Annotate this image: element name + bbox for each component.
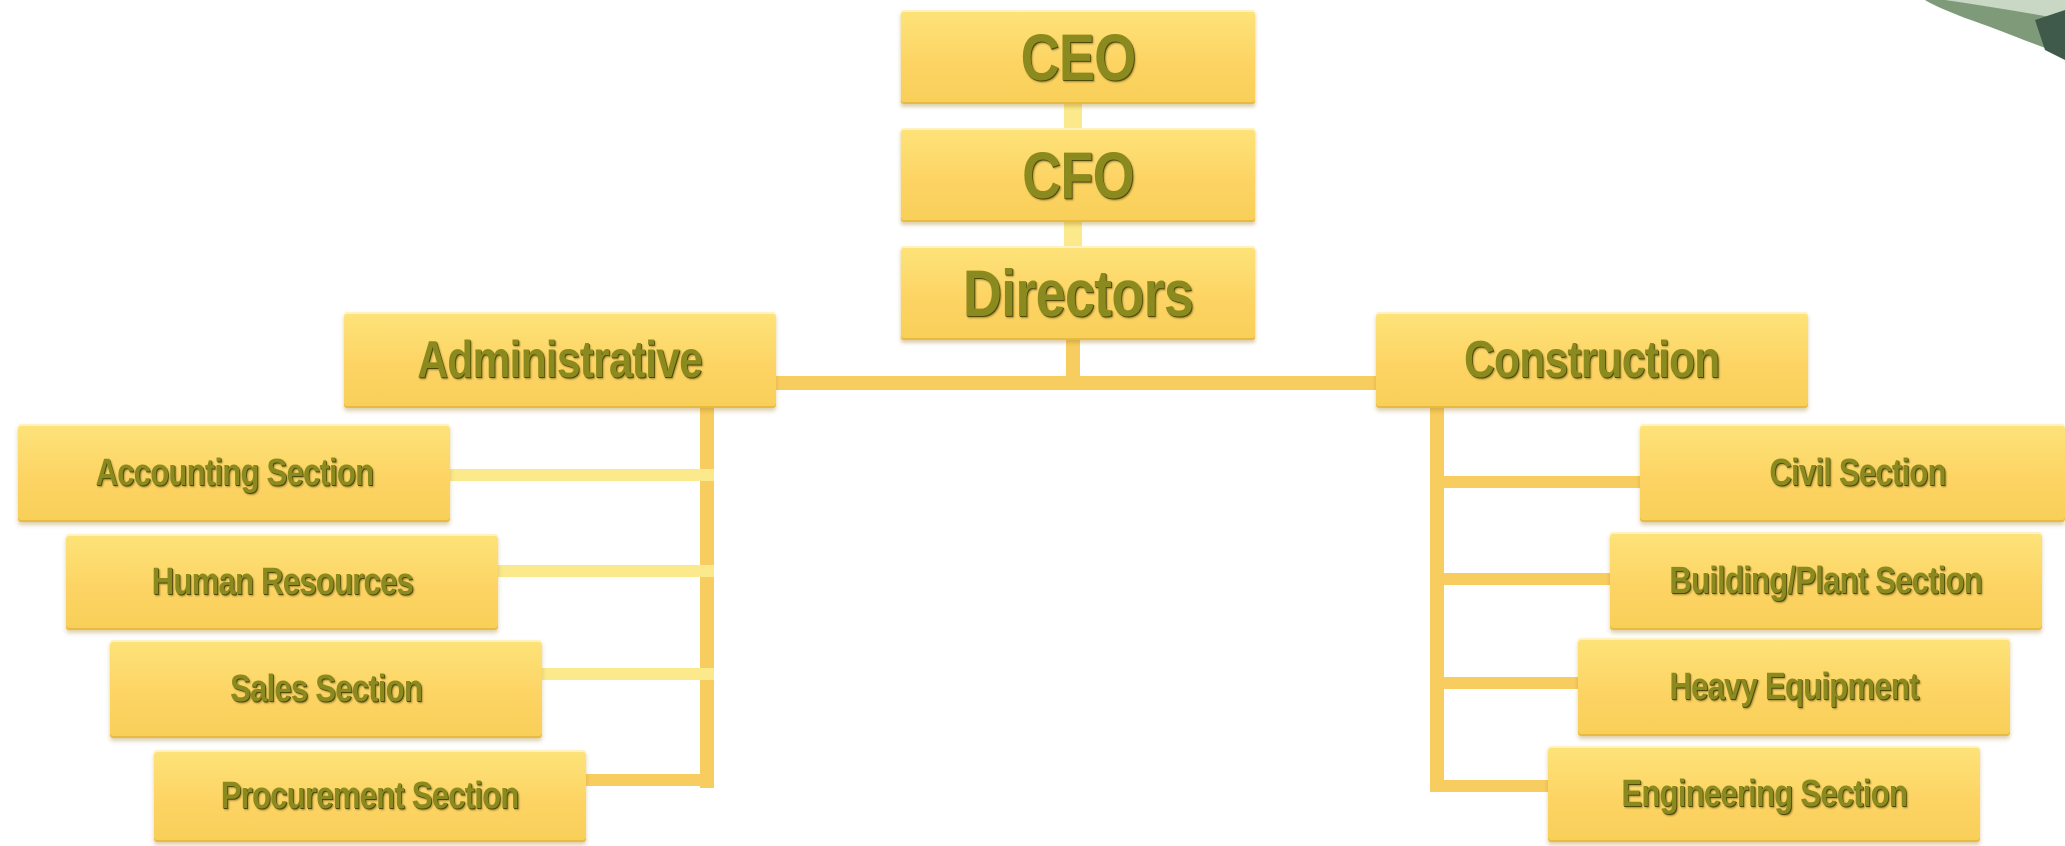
civil-section-box: Civil Section (1640, 424, 2065, 522)
administrative-box: Administrative (344, 312, 776, 408)
construction-label: Construction (1464, 331, 1720, 389)
connector-right-trunk (1430, 408, 1444, 792)
heavy-equipment-label: Heavy Equipment (1669, 665, 1919, 708)
corner-photo-graphic (1925, 0, 2065, 60)
procurement-section-label: Procurement Section (221, 774, 520, 817)
accounting-section-box: Accounting Section (18, 424, 450, 522)
connector-left-1 (450, 469, 714, 481)
connector-left-2 (498, 565, 714, 577)
engineering-section-label: Engineering Section (1621, 772, 1908, 815)
cfo-label: CFO (1022, 138, 1135, 212)
heavy-equipment-box: Heavy Equipment (1578, 638, 2010, 736)
connector-ceo-cfo (1064, 104, 1082, 128)
connector-cfo-directors (1064, 222, 1082, 246)
human-resources-box: Human Resources (66, 534, 498, 630)
connector-left-4 (586, 774, 714, 786)
engineering-section-box: Engineering Section (1548, 746, 1980, 842)
ceo-label: CEO (1020, 20, 1137, 94)
directors-label: Directors (962, 256, 1194, 330)
civil-section-label: Civil Section (1769, 451, 1946, 494)
connector-right-1 (1430, 476, 1640, 488)
ceo-box: CEO (900, 10, 1256, 104)
connector-right-2 (1430, 573, 1610, 585)
sales-section-box: Sales Section (110, 640, 542, 738)
connector-directors-stem (1066, 340, 1080, 380)
connector-horizontal-bus (776, 376, 1376, 390)
construction-box: Construction (1376, 312, 1808, 408)
administrative-label: Administrative (417, 331, 704, 389)
connector-left-3 (542, 668, 714, 680)
human-resources-label: Human Resources (151, 560, 413, 603)
cfo-box: CFO (900, 128, 1256, 222)
connector-right-3 (1430, 677, 1580, 689)
procurement-section-box: Procurement Section (154, 750, 586, 842)
building-plant-section-box: Building/Plant Section (1610, 532, 2042, 630)
connector-left-trunk (700, 408, 714, 788)
connector-right-4 (1430, 780, 1550, 792)
directors-box: Directors (900, 246, 1256, 340)
building-plant-section-label: Building/Plant Section (1669, 559, 1983, 602)
accounting-section-label: Accounting Section (95, 451, 374, 494)
sales-section-label: Sales Section (230, 667, 423, 710)
